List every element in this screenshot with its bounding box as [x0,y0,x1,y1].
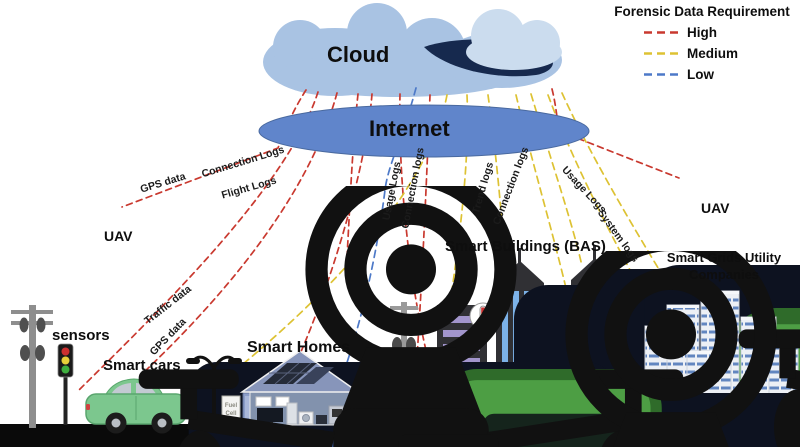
sensors-label: sensors [52,327,110,344]
legend-label-low: Low [687,66,714,82]
smart-buildings-label: Smart Buildings (BAS) [445,238,606,255]
cloud-light-shape [466,9,562,70]
legend-dash-medium-icon [644,51,678,55]
link-internet-drone-mid [346,93,359,258]
uav-left-label: UAV [104,228,133,244]
cell-tower-left-icon [11,305,53,428]
smart-grids-label: Smart Grids Utility Companies [648,250,800,284]
cloud-label: Cloud [327,42,390,67]
traffic-light-icon [57,343,459,447]
smart-home-icon [239,350,800,447]
legend-row-low: Low [642,66,798,82]
legend-row-medium: Medium [642,45,798,61]
legend-title: Forensic Data Requirement [614,4,790,19]
legend-dash-high-icon [644,30,678,34]
smart-car-icon [85,362,615,447]
internet-ellipse [258,104,590,158]
smart-cars-label: Smart cars [103,357,181,374]
fuel-cell-text-1: Fuel [225,403,238,409]
legend-row-high: High [642,24,798,40]
fuel-cell-text-2: Cell [225,411,236,417]
legend-dash-low-icon [644,72,678,76]
internet-label: Internet [369,116,450,141]
smart-grids-label-line2: Companies [688,266,760,282]
legend-label-medium: Medium [687,45,739,61]
uav-right-label: UAV [701,200,730,216]
smart-grids-label-line1: Smart Grids Utility [666,250,782,265]
legend-label-high: High [687,24,717,40]
cloud-shape [263,3,562,97]
legend: Forensic Data Requirement High Medium Lo… [606,4,798,82]
smart-homes-label: Smart Homes [247,339,351,356]
